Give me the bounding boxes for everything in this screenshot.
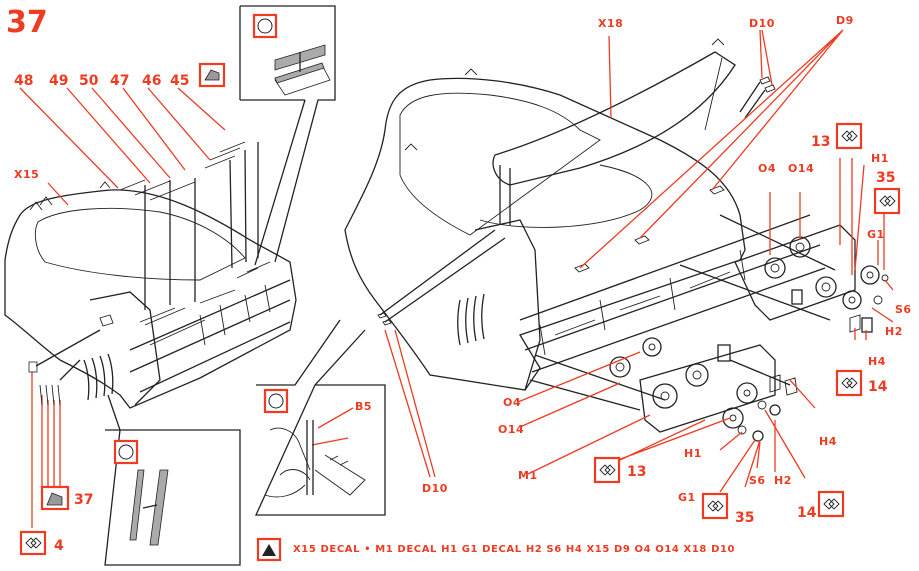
label-b5: B5 <box>355 400 372 413</box>
decal-paint-icon <box>841 377 858 389</box>
label-48: 48 <box>14 73 33 89</box>
label-d10-bottom: D10 <box>422 482 448 495</box>
strip-labels: 48 49 50 47 46 45 X15 <box>14 62 226 181</box>
label-14-lower: 14 <box>797 505 817 521</box>
label-x18: X18 <box>598 17 623 30</box>
tool-inset: B5 <box>254 319 386 516</box>
circle-icon <box>257 18 273 34</box>
circle-icon <box>118 444 134 460</box>
label-s6-lower: S6 <box>749 474 766 487</box>
left-car-body <box>4 181 297 409</box>
decal-strip-inset <box>239 5 336 266</box>
vent-decal-inset <box>104 394 241 566</box>
label-g1-upper: G1 <box>867 228 885 241</box>
label-45: 45 <box>170 73 189 89</box>
label-g1-lower: G1 <box>678 491 696 504</box>
triangle-icon <box>262 544 276 556</box>
label-d9: D9 <box>836 14 854 27</box>
label-s6-upper: S6 <box>895 303 912 316</box>
label-d10-top: D10 <box>749 17 775 30</box>
decal-paint-icon <box>599 464 616 476</box>
legend-text: X15 DECAL • M1 DECAL H1 G1 DECAL H2 S6 H… <box>293 544 735 555</box>
label-4: 4 <box>54 538 64 554</box>
label-h2-upper: H2 <box>885 325 903 338</box>
label-13-upper: 13 <box>811 134 830 150</box>
label-14-upper: 14 <box>868 379 888 395</box>
decal-icon <box>46 492 63 506</box>
upper-tail-panel <box>679 214 889 333</box>
decal-paint-icon <box>707 500 724 512</box>
circle-icon <box>268 393 284 409</box>
decal-paint-icon <box>841 130 858 142</box>
right-labels: X18 D10 D9 D10 13 H1 35 O4 O14 G1 S6 H2 … <box>422 14 912 526</box>
decal-icon <box>204 69 220 81</box>
label-h1-lower: H1 <box>684 447 702 460</box>
label-50: 50 <box>79 73 99 89</box>
label-o4-upper: O4 <box>758 162 776 175</box>
label-h4-lower: H4 <box>819 435 837 448</box>
left-badge-decals: 37 4 <box>19 329 101 556</box>
label-46: 46 <box>142 73 161 89</box>
right-callouts <box>311 29 894 493</box>
label-47: 47 <box>110 73 129 89</box>
decal-paint-icon <box>879 195 896 207</box>
label-h2-lower: H2 <box>774 474 792 487</box>
label-h1-upper: H1 <box>871 152 889 165</box>
legend: X15 DECAL • M1 DECAL H1 G1 DECAL H2 S6 H… <box>256 537 735 562</box>
label-49: 49 <box>49 73 68 89</box>
label-o4-lower: O4 <box>503 396 521 409</box>
right-car-body <box>344 38 826 391</box>
label-35-lower: 35 <box>735 510 754 526</box>
left-strip-decals <box>19 87 259 310</box>
label-x15: X15 <box>14 168 39 181</box>
lower-tail-panel <box>529 337 798 442</box>
label-o14-lower: O14 <box>498 423 524 436</box>
step-number: 37 <box>6 5 48 40</box>
label-o14-upper: O14 <box>788 162 814 175</box>
decal-paint-icon <box>823 498 840 510</box>
label-13-lower: 13 <box>627 464 646 480</box>
label-h4-upper: H4 <box>868 355 886 368</box>
label-37: 37 <box>74 492 93 508</box>
label-35-upper: 35 <box>876 170 895 186</box>
label-m1-lower: M1 <box>518 469 538 482</box>
decal-paint-icon <box>25 537 42 549</box>
